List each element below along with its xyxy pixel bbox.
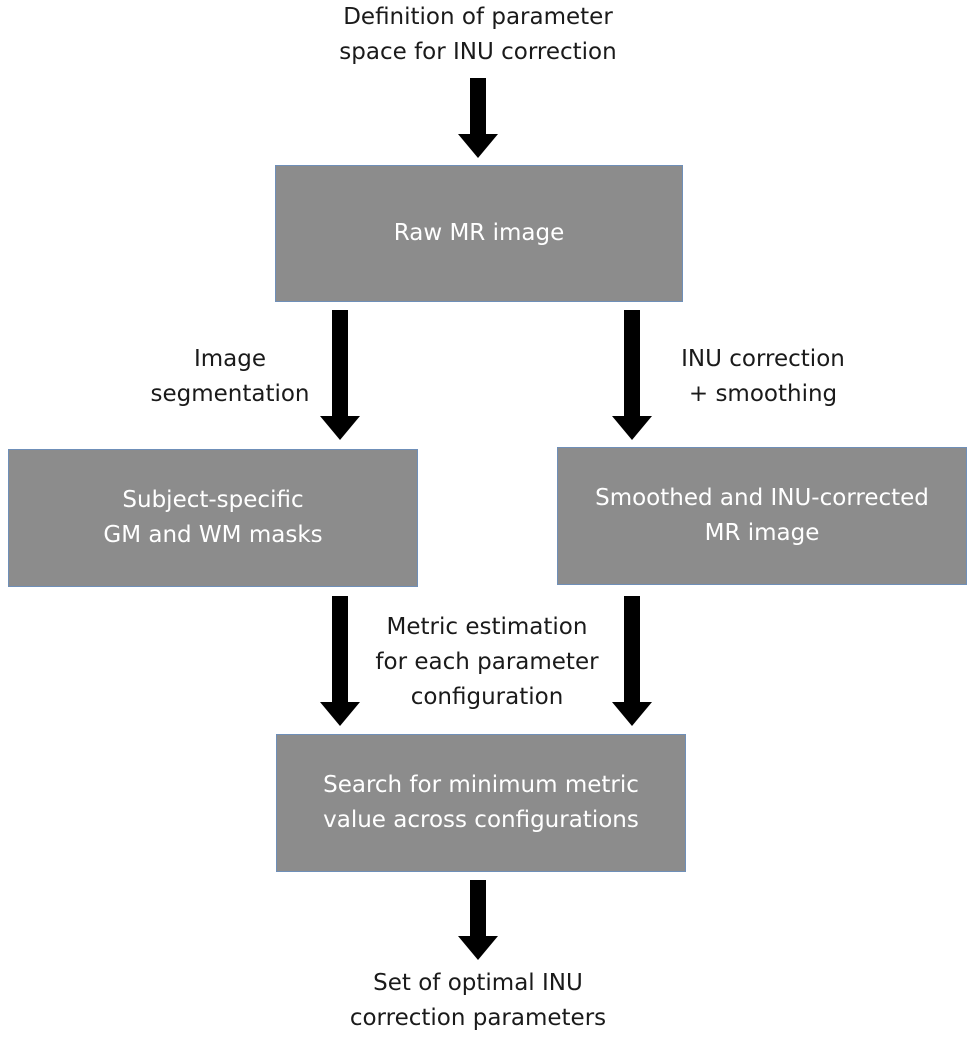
search-minimum-metric-text-line-1: Search for minimum metric (323, 772, 639, 798)
gm-wm-masks-text-line-2: GM and WM masks (103, 522, 323, 548)
arrow-shaft (624, 596, 640, 704)
arrow-shaft (332, 596, 348, 704)
corrected-mr-image-text-line-2: MR image (704, 520, 820, 546)
arrow-head (458, 134, 498, 158)
arrow-to-corrected-image (612, 310, 652, 442)
metric-estimation-label-line-3: configuration (410, 684, 564, 710)
search-minimum-metric-box: Search for minimum metric value across c… (276, 734, 686, 872)
arrow-masks-to-search (320, 596, 360, 728)
arrow-shaft (470, 78, 486, 136)
arrow-to-raw-image (458, 78, 498, 160)
gm-wm-masks-text-line-1: Subject-specific (122, 487, 304, 513)
arrow-shaft (624, 310, 640, 418)
arrow-head (612, 702, 652, 726)
metric-estimation-label-line-2: for each parameter (375, 649, 599, 675)
arrow-head (320, 702, 360, 726)
optimal-parameters-label: Set of optimal INU correction parameters (278, 966, 678, 1036)
metric-estimation-label-line-1: Metric estimation (386, 614, 588, 640)
parameter-space-label-line-2: space for INU correction (339, 39, 617, 65)
image-segmentation-label-line-2: segmentation (150, 381, 310, 407)
arrow-head (458, 936, 498, 960)
gm-wm-masks-box: Subject-specific GM and WM masks (8, 449, 418, 587)
inu-correction-label-line-1: INU correction (681, 346, 845, 372)
optimal-parameters-label-line-2: correction parameters (349, 1005, 607, 1031)
image-segmentation-label: Image segmentation (130, 342, 330, 412)
raw-mr-image-text: Raw MR image (393, 220, 565, 246)
optimal-parameters-label-line-1: Set of optimal INU (373, 970, 583, 996)
parameter-space-label: Definition of parameter space for INU co… (278, 0, 678, 70)
inu-correction-label: INU correction + smoothing (658, 342, 868, 412)
inu-correction-label-line-2: + smoothing (688, 381, 838, 407)
arrow-head (320, 416, 360, 440)
parameter-space-label-line-1: Definition of parameter (343, 4, 613, 30)
arrow-to-optimal-parameters (458, 880, 498, 962)
search-minimum-metric-text-line-2: value across configurations (323, 807, 639, 833)
metric-estimation-label: Metric estimation for each parameter con… (367, 610, 607, 715)
image-segmentation-label-line-1: Image (193, 346, 267, 372)
arrow-head (612, 416, 652, 440)
raw-mr-image-box: Raw MR image (275, 165, 683, 302)
corrected-mr-image-box: Smoothed and INU-corrected MR image (557, 447, 967, 585)
arrow-corrected-to-search (612, 596, 652, 728)
arrow-shaft (332, 310, 348, 418)
corrected-mr-image-text-line-1: Smoothed and INU-corrected (595, 485, 929, 511)
arrow-to-masks (320, 310, 360, 442)
arrow-shaft (470, 880, 486, 938)
